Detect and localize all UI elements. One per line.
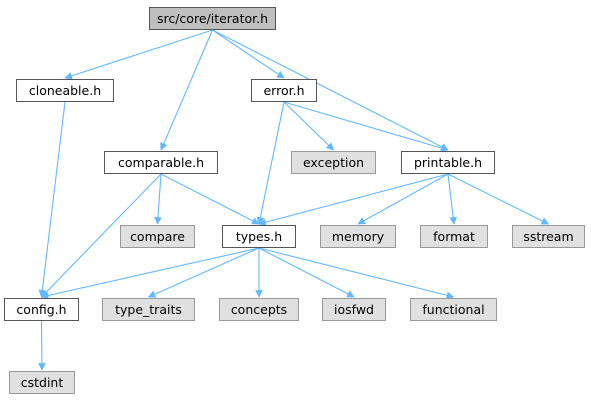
node-exception: exception [291, 151, 376, 174]
node-cloneable-h[interactable]: cloneable.h [16, 79, 114, 102]
edge-error-to-printable [283, 101, 449, 152]
node-label: compare [130, 229, 185, 244]
node-label: config.h [16, 302, 67, 317]
node-label: error.h [263, 83, 305, 98]
edge-comparable-to-compare [154, 173, 162, 225]
node-sstream: sstream [512, 225, 585, 248]
edge-iterator-to-cloneable [64, 29, 213, 80]
node-compare: compare [120, 225, 195, 248]
node-label: memory [331, 229, 385, 244]
edge-cloneable-to-config [38, 101, 66, 298]
edge-iterator-to-printable [212, 29, 449, 151]
node-label: concepts [230, 302, 288, 317]
node-label: type_traits [115, 302, 182, 317]
edge-comparable-to-config [40, 173, 162, 298]
edge-comparable-to-types [160, 173, 260, 225]
edge-error-to-exception [283, 101, 335, 151]
node-memory: memory [320, 225, 396, 248]
edge-iterator-to-error [212, 29, 285, 79]
edge-iterator-to-comparable [160, 29, 214, 151]
node-label: comparable.h [117, 155, 205, 170]
node-label: functional [422, 302, 485, 317]
node-label: format [433, 229, 475, 244]
node-iterator-h: src/core/iterator.h [149, 7, 276, 30]
edge-printable-to-sstream [447, 173, 550, 225]
edge-types-to-config [40, 247, 260, 300]
edge-printable-to-types [258, 173, 449, 226]
node-functional: functional [410, 298, 497, 321]
edge-config-to-cstdint [38, 320, 46, 371]
node-printable-h[interactable]: printable.h [401, 151, 495, 174]
node-concepts: concepts [219, 298, 299, 321]
node-comparable-h[interactable]: comparable.h [104, 151, 218, 174]
edge-printable-to-memory [357, 173, 449, 225]
node-label: cstdint [20, 375, 64, 390]
node-label: iosfwd [334, 302, 374, 317]
edge-types-to-type_traits [147, 247, 260, 298]
node-label: sstream [523, 229, 574, 244]
node-cstdint: cstdint [9, 371, 75, 394]
node-format: format [420, 225, 488, 248]
node-label: printable.h [413, 155, 483, 170]
edge-printable-to-format [447, 173, 457, 225]
node-label: cloneable.h [28, 83, 102, 98]
node-config-h[interactable]: config.h [4, 298, 79, 321]
node-iosfwd: iosfwd [322, 298, 386, 321]
node-label: exception [302, 155, 365, 170]
node-type-traits: type_traits [102, 298, 195, 321]
edge-error-to-types [256, 101, 285, 225]
node-types-h[interactable]: types.h [222, 225, 296, 248]
edge-types-to-iosfwd [258, 247, 355, 298]
node-label: src/core/iterator.h [156, 11, 269, 26]
node-error-h[interactable]: error.h [251, 79, 317, 102]
edge-types-to-functional [258, 247, 455, 300]
node-label: types.h [235, 229, 283, 244]
